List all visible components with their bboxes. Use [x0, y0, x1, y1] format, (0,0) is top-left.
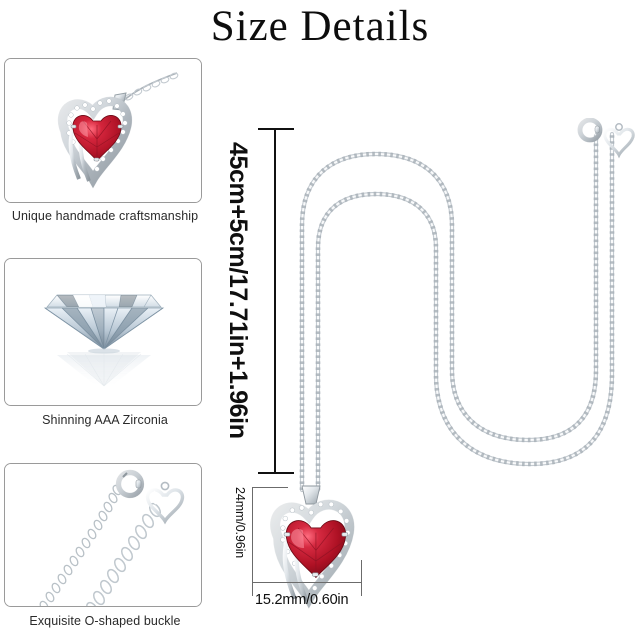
- heart-pendant: [270, 499, 355, 609]
- feature-caption-craftsmanship: Unique handmade craftsmanship: [11, 209, 199, 223]
- necklace-main-image: [270, 118, 635, 609]
- heart-charm-icon: [603, 123, 635, 159]
- chain-length-dimension-cap-top: [258, 128, 294, 130]
- pendant-width-label: 15.2mm/0.60in: [255, 592, 349, 608]
- pendant-height-dimension-cap-bottom: [252, 582, 362, 583]
- feature-caption-zirconia: Shinning AAA Zirconia: [42, 413, 168, 427]
- pendant-height-label: 24mm/0.96in: [233, 487, 247, 559]
- feature-caption-buckle: Exquisite O-shaped buckle: [29, 614, 181, 628]
- feature-panel-craftsmanship: [4, 58, 202, 203]
- feature-panel-zirconia: [4, 258, 202, 406]
- chain-length-dimension-cap-bottom: [258, 472, 294, 474]
- chain-clasp-and-heart-charm-image: [5, 464, 201, 606]
- chain-length-dimension-line: [274, 128, 276, 474]
- chain-length-label: 45cm+5cm/17.71in+1.96in: [224, 142, 252, 439]
- feature-panel-buckle: [4, 463, 202, 607]
- brilliant-cut-diamond-image: [5, 259, 201, 405]
- pendant-width-dimension-tick-right: [361, 560, 362, 596]
- pendant-height-dimension-cap-top: [252, 487, 288, 488]
- heart-pendant-on-chain-image: [5, 59, 201, 202]
- spring-ring-clasp-icon: [577, 118, 603, 143]
- page-title: Size Details: [210, 3, 430, 50]
- pendant-height-dimension-line: [252, 487, 253, 582]
- pendant-width-dimension-tick-left: [252, 560, 253, 596]
